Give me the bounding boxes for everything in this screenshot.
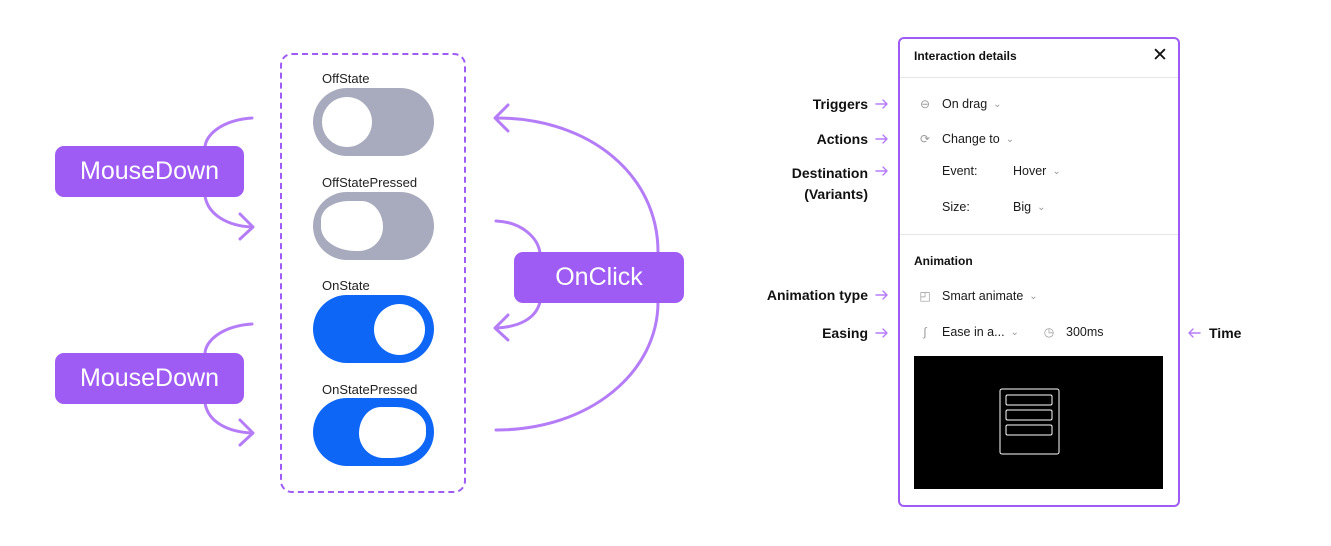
time-arrow — [1188, 328, 1201, 338]
easing-dropdown[interactable]: ∫ Ease in a... ⌄ — [918, 325, 1019, 339]
timer-icon: ◷ — [1043, 325, 1055, 339]
action-dropdown[interactable]: ⟳ Change to ⌄ — [918, 132, 1014, 146]
onclick-big-arrowhead — [493, 103, 510, 133]
easing-arrow — [875, 328, 888, 338]
toggle-knob-pressed — [359, 407, 426, 458]
drag-trigger-icon: ⊖ — [919, 97, 931, 111]
toggle-knob — [374, 304, 425, 355]
toggle-off-pressed[interactable] — [313, 192, 434, 260]
event-label: Event: — [942, 164, 978, 178]
annotation-time: Time — [1209, 325, 1242, 341]
destination-arrow — [875, 166, 888, 176]
interaction-details-panel: Interaction details ✕ ⊖ On drag ⌄ ⟳ Chan… — [898, 37, 1180, 507]
animation-preview — [914, 356, 1163, 489]
chevron-down-icon: ⌄ — [1037, 201, 1046, 213]
event-dropdown[interactable]: Hover ⌄ — [1013, 164, 1061, 178]
animation-type-value: Smart animate — [942, 289, 1024, 303]
mousedown-bottom-arrowhead — [238, 418, 255, 447]
divider — [900, 234, 1178, 235]
chevron-down-icon: ⌄ — [1005, 133, 1015, 145]
easing-curve-icon: ∫ — [923, 325, 927, 339]
state-label-on: OnState — [322, 278, 370, 293]
trigger-value: On drag — [942, 97, 988, 111]
chevron-down-icon: ⌄ — [1029, 290, 1038, 302]
toggle-knob — [322, 97, 372, 147]
variants-frame — [280, 53, 466, 493]
mousedown-bottom-connector — [203, 322, 254, 356]
easing-value: Ease in a... — [942, 325, 1005, 339]
divider — [900, 77, 1178, 78]
annotation-destination: Destination (Variants) — [740, 163, 868, 205]
onclick-small-connector — [494, 219, 542, 255]
annotation-animation-type: Animation type — [766, 287, 868, 303]
chevron-down-icon: ⌄ — [1010, 326, 1019, 338]
actions-arrow — [875, 134, 888, 144]
chevron-down-icon: ⌄ — [1052, 165, 1061, 177]
animation-heading: Animation — [914, 254, 973, 268]
onclick-small-arrowhead — [493, 313, 510, 342]
animation-type-arrow — [875, 290, 888, 300]
duration-value: 300ms — [1066, 325, 1104, 339]
size-dropdown[interactable]: Big ⌄ — [1013, 200, 1045, 214]
mousedown-tag-top: MouseDown — [55, 146, 244, 197]
annotation-triggers: Triggers — [812, 96, 868, 112]
toggle-off[interactable] — [313, 88, 434, 156]
mousedown-top-arrowhead — [238, 212, 255, 241]
annotation-destination-line1: Destination — [791, 165, 868, 181]
annotation-destination-line2: (Variants) — [804, 186, 868, 202]
onclick-big-connector — [494, 300, 660, 432]
action-value: Change to — [942, 132, 1000, 146]
toggle-on[interactable] — [313, 295, 434, 363]
annotation-actions: Actions — [816, 131, 868, 147]
duration-input[interactable]: ◷ 300ms — [1042, 325, 1104, 339]
mousedown-tag-bottom: MouseDown — [55, 353, 244, 404]
chevron-down-icon: ⌄ — [993, 98, 1002, 110]
close-icon[interactable]: ✕ — [1152, 45, 1168, 66]
size-label: Size: — [942, 200, 970, 214]
onclick-tag: OnClick — [514, 252, 684, 303]
state-label-on-pressed: OnStatePressed — [322, 382, 418, 397]
size-value: Big — [1013, 200, 1032, 214]
toggle-knob-pressed — [321, 201, 383, 251]
annotation-easing: Easing — [822, 325, 868, 341]
smart-animate-icon: ◰ — [919, 289, 931, 303]
change-to-icon: ⟳ — [919, 132, 931, 146]
triggers-arrow — [875, 99, 888, 109]
state-label-off-pressed: OffStatePressed — [322, 175, 418, 190]
state-label-off: OffState — [322, 71, 370, 86]
toggle-on-pressed[interactable] — [313, 398, 434, 466]
preview-frame-icon — [999, 388, 1060, 455]
animation-type-dropdown[interactable]: ◰ Smart animate ⌄ — [918, 289, 1038, 303]
panel-title: Interaction details — [914, 49, 1017, 63]
mousedown-top-connector — [203, 116, 254, 150]
trigger-dropdown[interactable]: ⊖ On drag ⌄ — [918, 97, 1002, 111]
event-value: Hover — [1013, 164, 1047, 178]
